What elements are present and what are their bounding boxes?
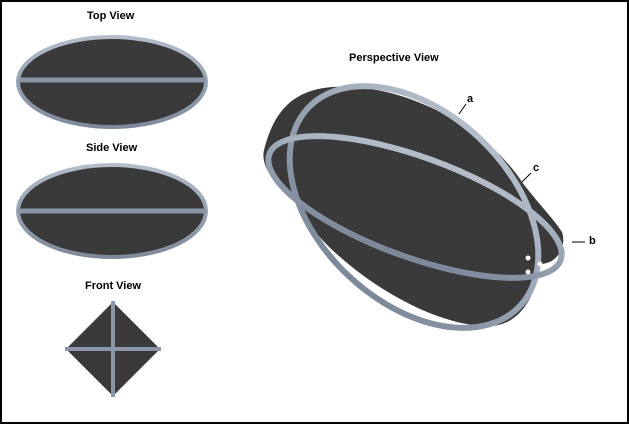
leader-line-a <box>458 103 467 115</box>
perspective-view-drawing <box>263 83 585 331</box>
perspective-joint <box>525 269 531 275</box>
callout-b: b <box>589 235 596 247</box>
top-view-drawing <box>16 35 208 129</box>
callout-c: c <box>533 162 540 174</box>
front-view-label: Front View <box>85 280 142 292</box>
callout-a: a <box>467 93 474 105</box>
perspective-view-label: Perspective View <box>349 52 439 64</box>
perspective-rim-b <box>265 133 565 281</box>
side-view-drawing <box>16 163 208 259</box>
front-view-drawing <box>65 301 161 397</box>
perspective-joint <box>525 255 531 261</box>
side-view-label: Side View <box>86 142 138 154</box>
perspective-joint <box>537 261 543 267</box>
top-view-label: Top View <box>87 10 135 22</box>
leader-line-c <box>521 172 532 183</box>
perspective-rim-a <box>286 83 542 331</box>
